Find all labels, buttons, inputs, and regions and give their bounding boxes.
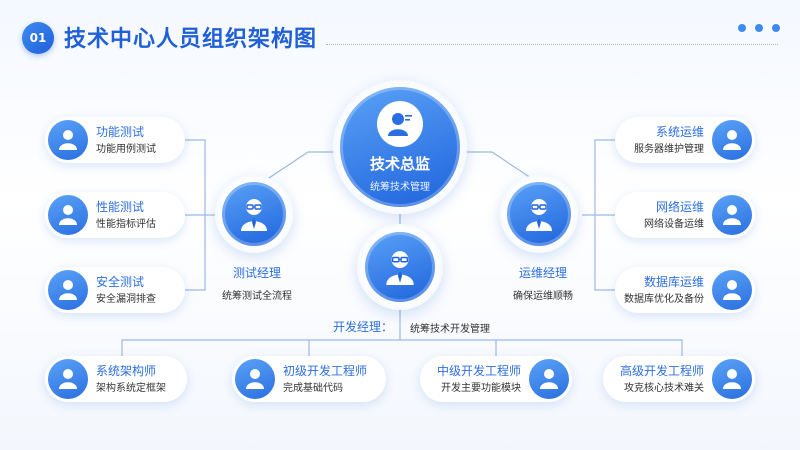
test-manager-label: 测试经理 统筹测试全流程 — [212, 264, 302, 302]
test-manager-title: 测试经理 — [232, 266, 281, 280]
ops-manager-label: 运维经理 确保运维顺畅 — [498, 264, 588, 302]
item-desc: 架构系统定框架 — [96, 382, 166, 394]
test-item-performance: 性能测试 性能指标评估 — [45, 192, 185, 238]
dev-item-architect: 系统架构师 架构系统定框架 — [45, 356, 187, 402]
item-desc: 安全漏洞排查 — [96, 293, 156, 305]
person-icon — [48, 195, 88, 235]
item-desc: 开发主要功能模块 — [441, 382, 521, 394]
item-desc: 网络设备运维 — [644, 218, 704, 230]
item-title: 初级开发工程师 — [283, 363, 368, 378]
item-title: 数据库运维 — [643, 274, 704, 289]
ops-manager-desc: 确保运维顺畅 — [513, 291, 573, 302]
more-dots-icon — [738, 24, 780, 32]
item-desc: 功能用例测试 — [96, 143, 156, 155]
ops-manager-node — [500, 175, 578, 253]
item-title: 高级开发工程师 — [619, 363, 704, 378]
manager-with-glasses-icon — [222, 182, 286, 246]
dev-item-senior: 高级开发工程师 攻克核心技术难关 — [603, 356, 755, 402]
dev-item-junior: 初级开发工程师 完成基础代码 — [232, 356, 386, 402]
person-icon — [712, 120, 752, 160]
person-icon — [48, 120, 88, 160]
ops-manager-title: 运维经理 — [518, 266, 567, 280]
person-icon — [48, 359, 88, 399]
test-item-functional: 功能测试 功能用例测试 — [45, 117, 185, 163]
person-icon — [48, 270, 88, 310]
manager-with-glasses-icon — [365, 232, 435, 302]
item-title: 系统运维 — [655, 124, 704, 139]
person-icon — [712, 195, 752, 235]
dev-manager-desc: 统筹技术开发管理 — [410, 324, 490, 335]
test-item-security: 安全测试 安全漏洞排查 — [45, 267, 185, 313]
section-number-badge: 01 — [22, 22, 54, 54]
ops-item-system: 系统运维 服务器维护管理 — [615, 117, 755, 163]
item-desc: 性能指标评估 — [96, 218, 156, 230]
page-title: 技术中心人员组织架构图 — [64, 27, 318, 52]
item-desc: 攻克核心技术难关 — [624, 382, 704, 394]
director-desc: 统筹技术管理 — [370, 182, 430, 193]
item-title: 中级开发工程师 — [436, 363, 521, 378]
person-icon — [712, 270, 752, 310]
person-icon — [529, 359, 569, 399]
dev-item-middle: 中级开发工程师 开发主要功能模块 — [420, 356, 572, 402]
header-divider — [326, 44, 778, 45]
director-node: 技术总监 统筹技术管理 — [333, 80, 467, 214]
dev-manager-title: 开发经理： — [333, 320, 394, 334]
test-manager-desc: 统筹测试全流程 — [222, 291, 292, 302]
director-icon — [377, 101, 423, 147]
person-icon — [712, 359, 752, 399]
ops-item-network: 网络运维 网络设备运维 — [615, 192, 755, 238]
ops-item-database: 数据库运维 数据库优化及备份 — [615, 267, 755, 313]
item-desc: 数据库优化及备份 — [624, 293, 704, 305]
item-title: 系统架构师 — [96, 363, 157, 378]
item-desc: 服务器维护管理 — [634, 143, 704, 155]
item-title: 网络运维 — [655, 199, 704, 214]
dev-manager-node — [357, 224, 443, 310]
person-icon — [235, 359, 275, 399]
test-manager-node — [215, 175, 293, 253]
director-title: 技术总监 — [369, 155, 430, 173]
item-desc: 完成基础代码 — [283, 382, 343, 394]
manager-with-glasses-icon — [507, 182, 571, 246]
item-title: 性能测试 — [96, 199, 145, 214]
item-title: 安全测试 — [96, 274, 145, 289]
item-title: 功能测试 — [96, 124, 145, 139]
